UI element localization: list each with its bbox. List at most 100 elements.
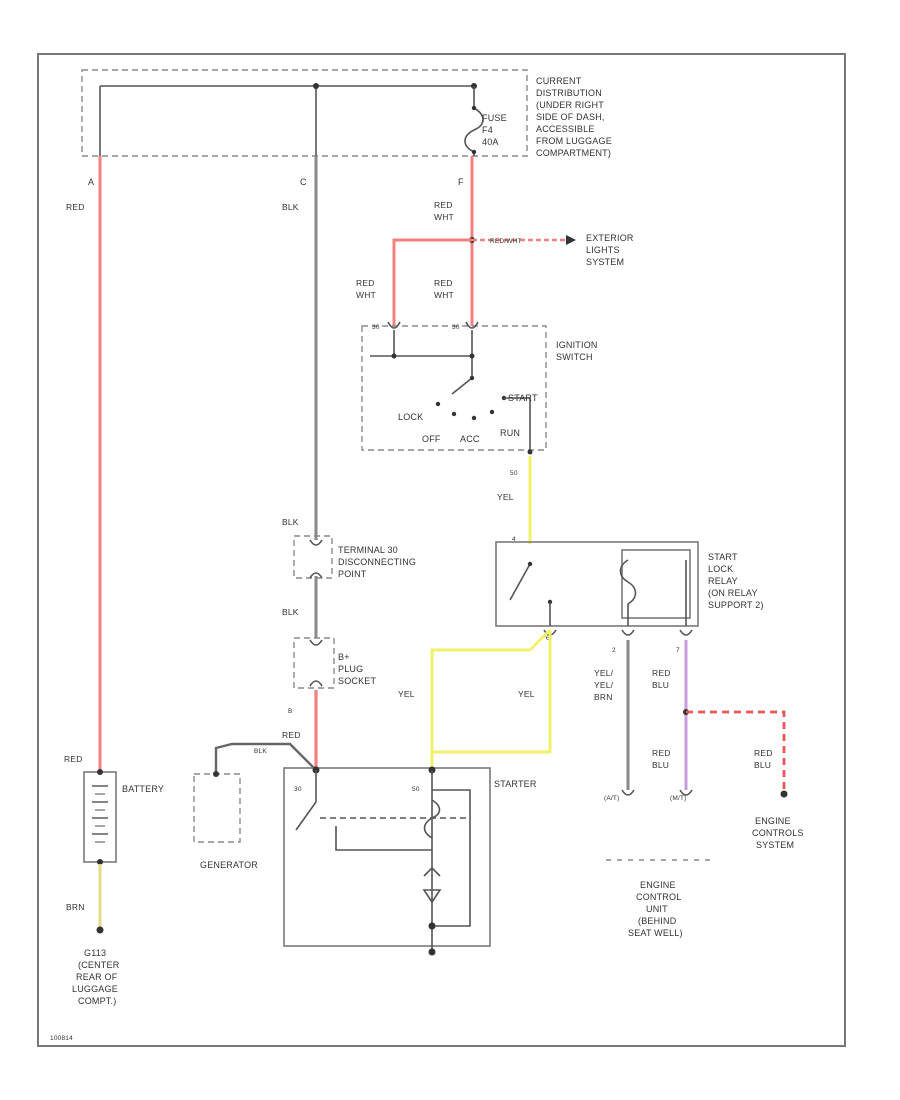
diagram-id: 100814 (50, 1035, 73, 1042)
wire-yel-1: YEL (497, 492, 514, 502)
pos-off: OFF (422, 434, 441, 444)
engine-controls-system-label: ENGINE CONTROLS SYSTEM (752, 816, 804, 850)
ecu-pin-mt: (M/T) (670, 795, 687, 802)
red-blu-3-line1: RED (754, 748, 773, 758)
wire-a-color: RED (66, 202, 85, 212)
relay-switch-pivot (527, 561, 533, 567)
battery-negative-node (97, 859, 103, 865)
starter-label: STARTER (494, 779, 537, 789)
engine-control-unit-label: ENGINE CONTROL UNIT (BEHIND SEAT WELL) (628, 880, 683, 938)
ign-50-node (527, 449, 533, 455)
ext-lights-line2: LIGHTS (586, 245, 620, 255)
wire-yel-2: YEL (398, 689, 415, 699)
ground-line3: REAR OF (76, 972, 118, 982)
pos-lock: LOCK (398, 412, 423, 422)
bplus-line2: PLUG (338, 664, 363, 674)
ign-right-color-2: WHT (434, 290, 454, 300)
relay-label-line1: START (708, 552, 738, 562)
start-lock-relay-coil-box (621, 549, 691, 619)
cd-line7: COMPARTMENT) (536, 148, 611, 158)
wire-f-color-2: WHT (434, 212, 454, 222)
pin-a-label: A (88, 177, 94, 187)
ign-contact-acc (471, 415, 477, 421)
relay-pin-7: 7 (676, 647, 680, 654)
red-wht-branch-label: RED/WHT (490, 238, 522, 245)
generator-node (213, 771, 219, 777)
cd-line2: DISTRIBUTION (536, 88, 602, 98)
red-blu-2-line2: BLU (652, 760, 669, 770)
t30-line2: DISCONNECTING (338, 557, 416, 567)
ign-label-line2: SWITCH (556, 352, 593, 362)
terminal-30-label: TERMINAL 30 DISCONNECTING POINT (338, 545, 416, 579)
b-plus-socket-label: B+ PLUG SOCKET (338, 652, 376, 686)
ecu-pin-at: (A/T) (604, 795, 619, 802)
yel-brn-line1: YEL/ (594, 668, 614, 678)
ign-pin-30-right: 30 (452, 324, 460, 331)
ign-label-line1: IGNITION (556, 340, 598, 350)
ecs-line2: CONTROLS (752, 828, 804, 838)
generator-label: GENERATOR (200, 860, 258, 870)
relay-label-line4: (ON RELAY (708, 588, 758, 598)
pin-f-label: F (458, 177, 464, 187)
ground-line5: COMPT.) (78, 996, 116, 1006)
wire-battery-red: RED (64, 754, 83, 764)
exterior-lights-label: EXTERIOR LIGHTS SYSTEM (586, 233, 634, 267)
pin-b-label: B (288, 708, 293, 715)
cd-line3: (UNDER RIGHT (536, 100, 604, 110)
ign-right-color-1: RED (434, 278, 453, 288)
relay-switch-blade (509, 563, 531, 601)
relay-label-line2: LOCK (708, 564, 733, 574)
starter-motor-feed (335, 826, 432, 851)
ignition-switch-label: IGNITION SWITCH (556, 340, 598, 362)
ign-left-color-1: RED (356, 278, 375, 288)
ecu-line4: (BEHIND (638, 916, 677, 926)
cd-line1: CURRENT (536, 76, 582, 86)
wire-blk-1: BLK (282, 517, 299, 527)
relay-pin-4: 4 (512, 536, 516, 543)
exterior-lights-arrow (566, 235, 576, 245)
ground-line2: (CENTER (78, 960, 120, 970)
red-wht-to-ignition-left (392, 238, 472, 326)
relay-pin-6: 6 (546, 635, 550, 642)
bplus-line1: B+ (338, 652, 350, 662)
red-blu-2-line1: RED (652, 748, 671, 758)
fuse-label-line2: F4 (482, 125, 493, 135)
diagram-frame (37, 53, 846, 1047)
ign-contact-off (451, 411, 457, 417)
ground-g113-node (96, 926, 104, 934)
pos-run: RUN (500, 428, 520, 438)
ign-node-right (469, 353, 475, 359)
yel-wire-relay-starter-outer (430, 648, 530, 770)
start-lock-relay-label: START LOCK RELAY (ON RELAY SUPPORT 2) (708, 552, 763, 610)
fuse-label: FUSE F4 40A (482, 113, 507, 147)
b-plus-socket-box (293, 637, 335, 689)
ign-contact-run (489, 409, 495, 415)
yel-wire-relay-starter-inner (432, 630, 552, 754)
ecu-line3: UNIT (646, 904, 668, 914)
ecu-connector-right (679, 789, 693, 796)
ground-line4: LUGGAGE (72, 984, 118, 994)
ecu-connector-left (621, 789, 635, 796)
ecu-line5: SEAT WELL) (628, 928, 683, 938)
start-lock-relay-box (495, 541, 699, 627)
generator-box (193, 773, 241, 843)
starter-solenoid-coil (423, 789, 471, 839)
ecu-line1: ENGINE (640, 880, 676, 890)
yel-wire-relay-6-stub (528, 628, 552, 652)
engine-controls-node (780, 790, 788, 798)
wire-blk-gen: BLK (254, 748, 267, 755)
cd-line5: ACCESSIBLE (536, 124, 595, 134)
ext-lights-line1: EXTERIOR (586, 233, 634, 243)
ignition-switch-box (361, 325, 547, 451)
red-blu-3-line2: BLU (754, 760, 771, 770)
t30-line3: POINT (338, 569, 367, 579)
fuse-node-top (471, 105, 477, 111)
wire-red-starter: RED (282, 730, 301, 740)
pos-start: START (508, 393, 538, 403)
pos-acc: ACC (460, 434, 480, 444)
bus-node-c (313, 83, 319, 89)
fuse-label-line3: 40A (482, 137, 499, 147)
ign-switch-blade (451, 377, 473, 395)
fuse-f4-symbol (464, 86, 484, 156)
